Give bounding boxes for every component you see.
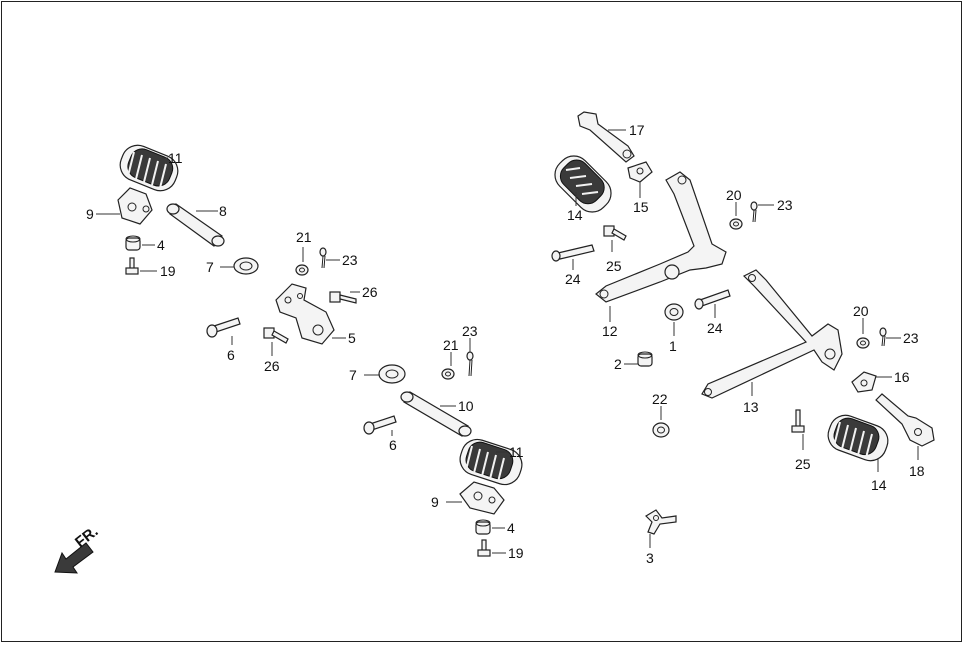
bushing-plate-part [851,371,877,393]
callout-16: 16 [894,369,910,385]
collar-part [125,235,141,251]
callout-24-right: 24 [707,320,723,336]
callout-11-right: 11 [509,444,524,460]
cotter-pin-part [319,247,327,269]
flange-bolt-part [263,327,289,344]
cotter-pin-part [750,201,758,223]
rear-step-bar-part [701,269,843,399]
flange-bolt-part [329,291,357,304]
passenger-footpeg-arm-part [875,393,935,447]
footpeg-pivot-pipe-part [400,391,472,437]
callout-7-left: 7 [206,259,214,275]
pivot-pin-part [694,289,731,310]
collar-part [475,519,491,535]
callout-11-left: 11 [168,150,183,166]
callout-2: 2 [614,356,622,372]
footpeg-rubber-part [119,144,179,192]
footpeg-rubber-part [827,414,889,462]
washer-small-part [441,368,455,380]
callout-3: 3 [646,550,654,566]
flange-bolt-part [791,409,805,433]
callout-19-right: 19 [508,545,524,561]
footpeg-rubber-part [554,155,612,213]
collar-part [637,351,653,367]
cotter-pin-part [466,351,474,377]
callout-25-right: 25 [795,456,811,472]
callout-24-left: 24 [565,271,581,287]
callout-9-left: 9 [86,206,94,222]
pivot-pin-part [551,244,595,262]
callout-1: 1 [669,338,677,354]
callout-26-lower: 26 [264,358,280,374]
callout-4-right: 4 [507,520,515,536]
callout-22: 22 [652,391,668,407]
callout-5: 5 [348,330,356,346]
callout-23-left-upper: 23 [342,252,358,268]
front-direction-arrow-icon [54,542,94,574]
callout-8: 8 [219,203,227,219]
callout-7-right: 7 [349,367,357,383]
flange-bolt-part [603,225,627,241]
callout-23-left-lower: 23 [462,323,478,339]
callout-18: 18 [909,463,925,479]
callout-15: 15 [633,199,649,215]
callout-6-left: 6 [227,347,235,363]
callout-14-lower: 14 [871,477,887,493]
washer-small-part [729,218,743,230]
washer-part [378,364,406,384]
callout-26-upper: 26 [362,284,378,300]
pivot-pin-part [206,317,241,338]
callout-21-right: 21 [443,337,459,353]
footpeg-pivot-pipe-part [166,203,225,247]
callout-6-right: 6 [389,437,397,453]
bushing-plate-part [627,161,653,183]
callout-10: 10 [458,398,474,414]
callout-21-left: 21 [296,229,312,245]
washer-small-part [295,264,309,276]
footpeg-holder-part [275,283,335,345]
callout-20-lower: 20 [853,303,869,319]
callout-12: 12 [602,323,618,339]
callout-9-right: 9 [431,494,439,510]
callout-17: 17 [629,122,645,138]
direction-label: FR. [72,523,102,551]
callout-23-right-lower: 23 [903,330,919,346]
callout-23-right-upper: 23 [777,197,793,213]
cotter-pin-part [879,327,887,347]
callout-13: 13 [743,399,759,415]
callout-25-left: 25 [606,258,622,274]
callout-20-upper: 20 [726,187,742,203]
callout-4-left: 4 [157,237,165,253]
footpeg-bracket-part [459,481,505,515]
callout-14-upper: 14 [567,207,583,223]
footpeg-rubber-part [459,438,523,486]
washer-part [233,257,259,275]
washer-part [652,422,670,438]
washer-small-part [856,337,870,349]
pivot-pin-part [363,415,397,435]
callout-19-left: 19 [160,263,176,279]
return-spring-clip-part [645,509,677,535]
bolt-part [477,539,491,557]
collar-part [664,303,684,321]
bolt-part [125,257,139,275]
footpeg-bracket-part [117,187,153,225]
passenger-footpeg-arm-part [577,111,635,163]
main-step-bar-part [595,171,727,303]
